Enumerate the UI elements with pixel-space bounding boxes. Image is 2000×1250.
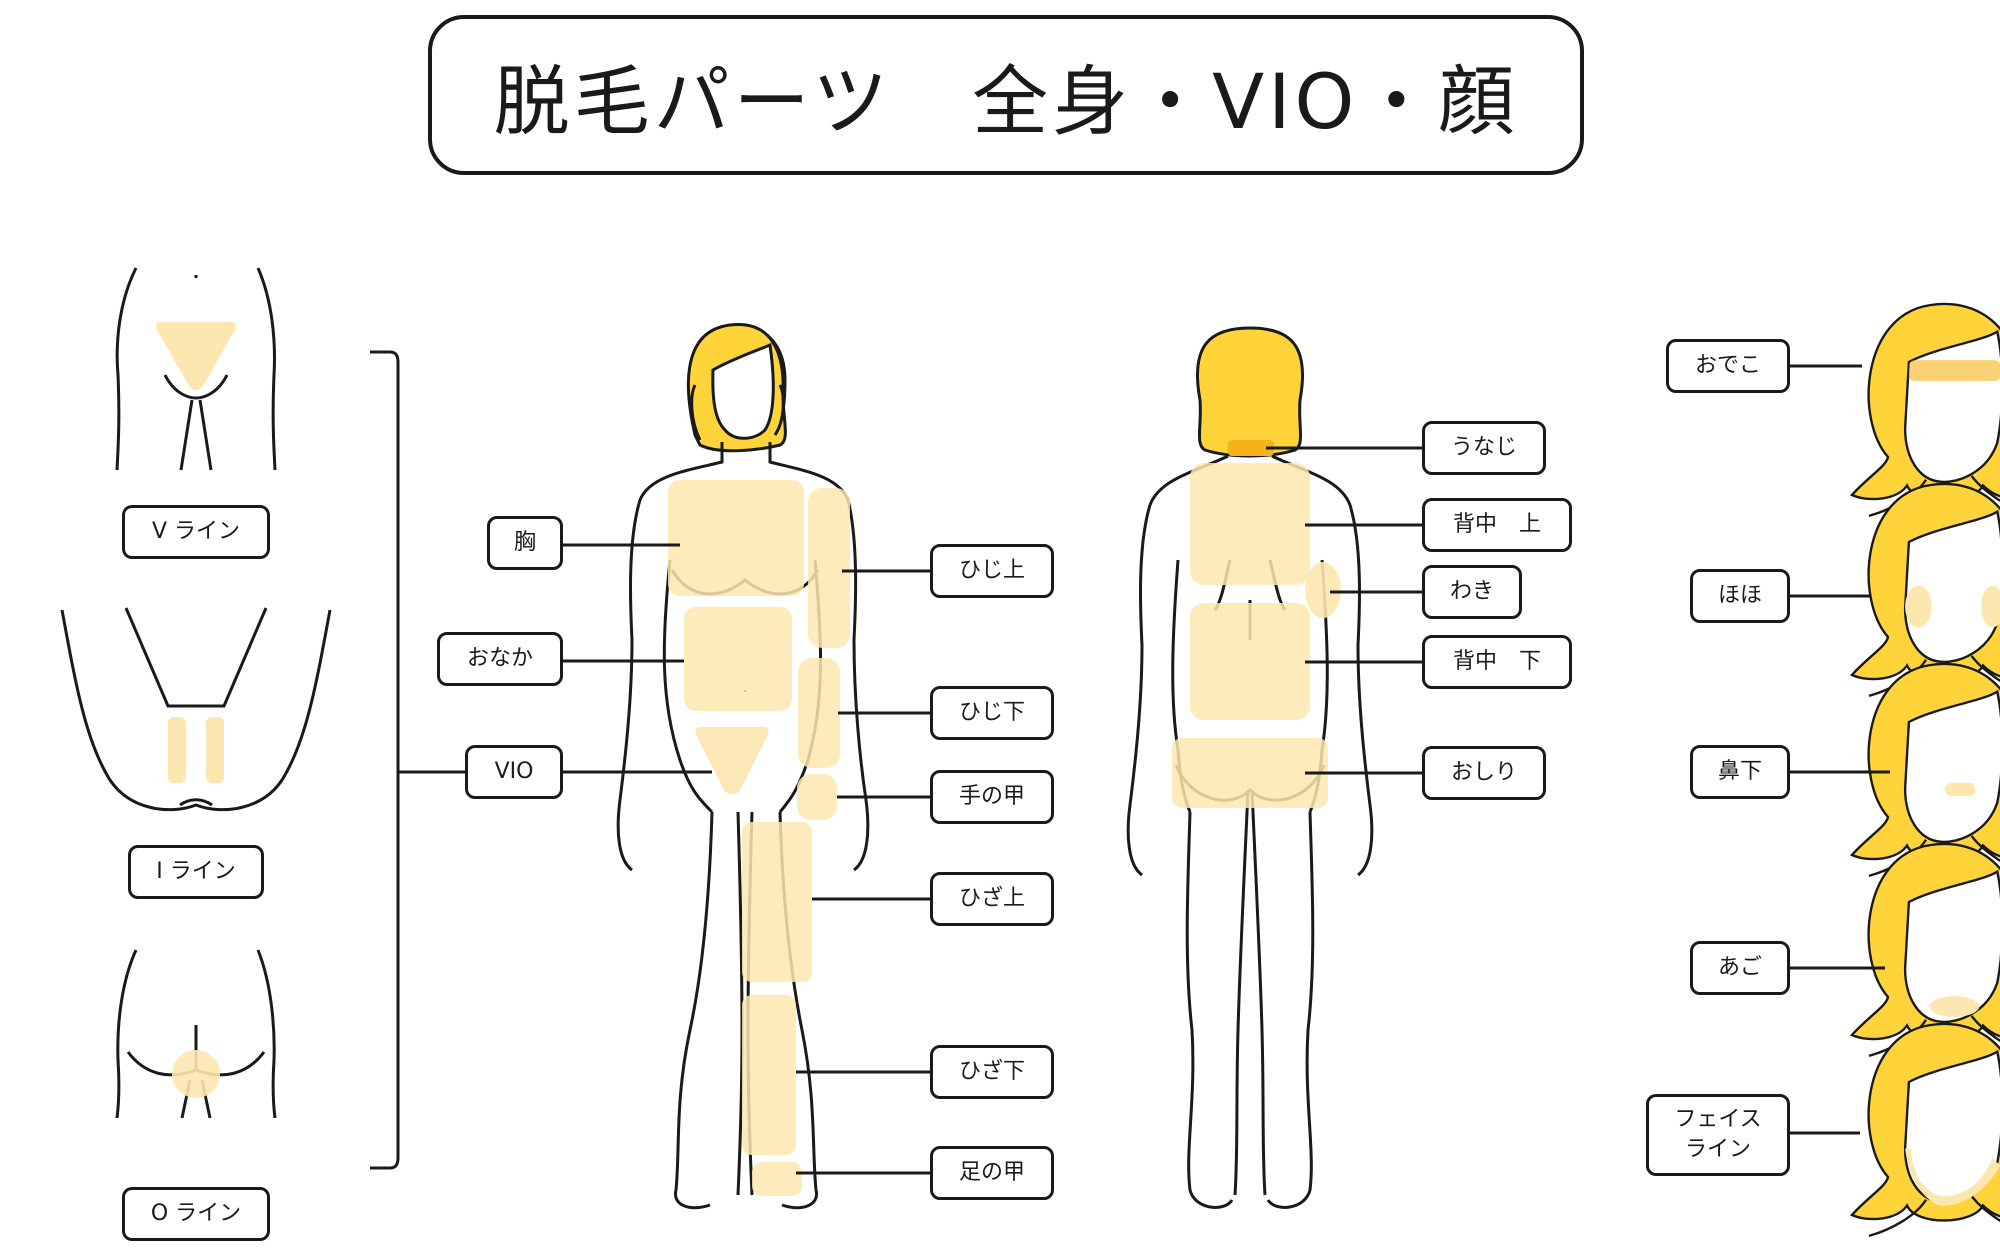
v-line-figure — [115, 267, 277, 471]
label-chest: 胸 — [487, 516, 563, 570]
label-lower-leg: ひざ下 — [930, 1045, 1054, 1099]
back-underarm-area — [1305, 562, 1341, 618]
label-v-line: V ライン — [122, 505, 270, 559]
back-upper-area — [1190, 463, 1310, 585]
label-top-of-foot: 足の甲 — [930, 1146, 1054, 1200]
label-i-line: I ライン — [128, 845, 264, 899]
front-thigh-area — [742, 822, 812, 982]
label-under-nose: 鼻下 — [1690, 745, 1790, 799]
label-o-line: O ライン — [122, 1187, 270, 1241]
label-belly: おなか — [437, 632, 563, 686]
front-vio-area — [695, 727, 769, 795]
front-chest-area — [668, 480, 804, 596]
front-lower-arm-area — [798, 658, 840, 768]
label-face-line: フェイス ライン — [1646, 1094, 1790, 1176]
label-nape: うなじ — [1422, 421, 1546, 475]
front-belly-area — [684, 607, 792, 711]
face-cheeks — [1850, 482, 2000, 698]
label-underarm: わき — [1422, 565, 1522, 619]
label-cheeks: ほほ — [1690, 569, 1790, 623]
v-line-area — [156, 322, 236, 390]
label-lower-arm: ひじ下 — [930, 686, 1054, 740]
front-lower-leg-area — [742, 995, 796, 1155]
front-upper-arm-area — [808, 488, 850, 648]
face-face-line — [1850, 1022, 2000, 1238]
i-line-area-left — [168, 717, 186, 783]
front-hand-area — [797, 774, 837, 820]
label-forehead: おでこ — [1666, 339, 1790, 393]
face-forehead — [1850, 302, 2000, 518]
o-line-area — [172, 1050, 220, 1098]
front-foot-area — [752, 1162, 802, 1196]
front-body-figure — [686, 322, 787, 453]
back-buttocks-area — [1172, 738, 1328, 808]
label-buttocks: おしり — [1422, 746, 1546, 800]
back-nape-area — [1228, 440, 1274, 456]
i-line-area-right — [206, 717, 224, 783]
connector-lines — [563, 364, 1890, 1175]
label-lower-back: 背中 下 — [1422, 635, 1572, 689]
vio-bracket — [370, 350, 400, 1170]
back-lower-area — [1190, 603, 1310, 720]
i-line-figure — [60, 607, 332, 812]
face-under-nose — [1850, 662, 2000, 878]
label-thigh: ひざ上 — [930, 872, 1054, 926]
label-vio: VIO — [465, 745, 563, 799]
label-chin: あご — [1690, 941, 1790, 995]
label-back-of-hand: 手の甲 — [930, 770, 1054, 824]
face-chin — [1850, 842, 2000, 1058]
back-body-figure — [1195, 326, 1305, 458]
label-upper-arm: ひじ上 — [930, 544, 1054, 598]
page-title: 脱毛パーツ 全身・VIO・顔 — [428, 15, 1584, 175]
label-upper-back: 背中 上 — [1422, 498, 1572, 552]
